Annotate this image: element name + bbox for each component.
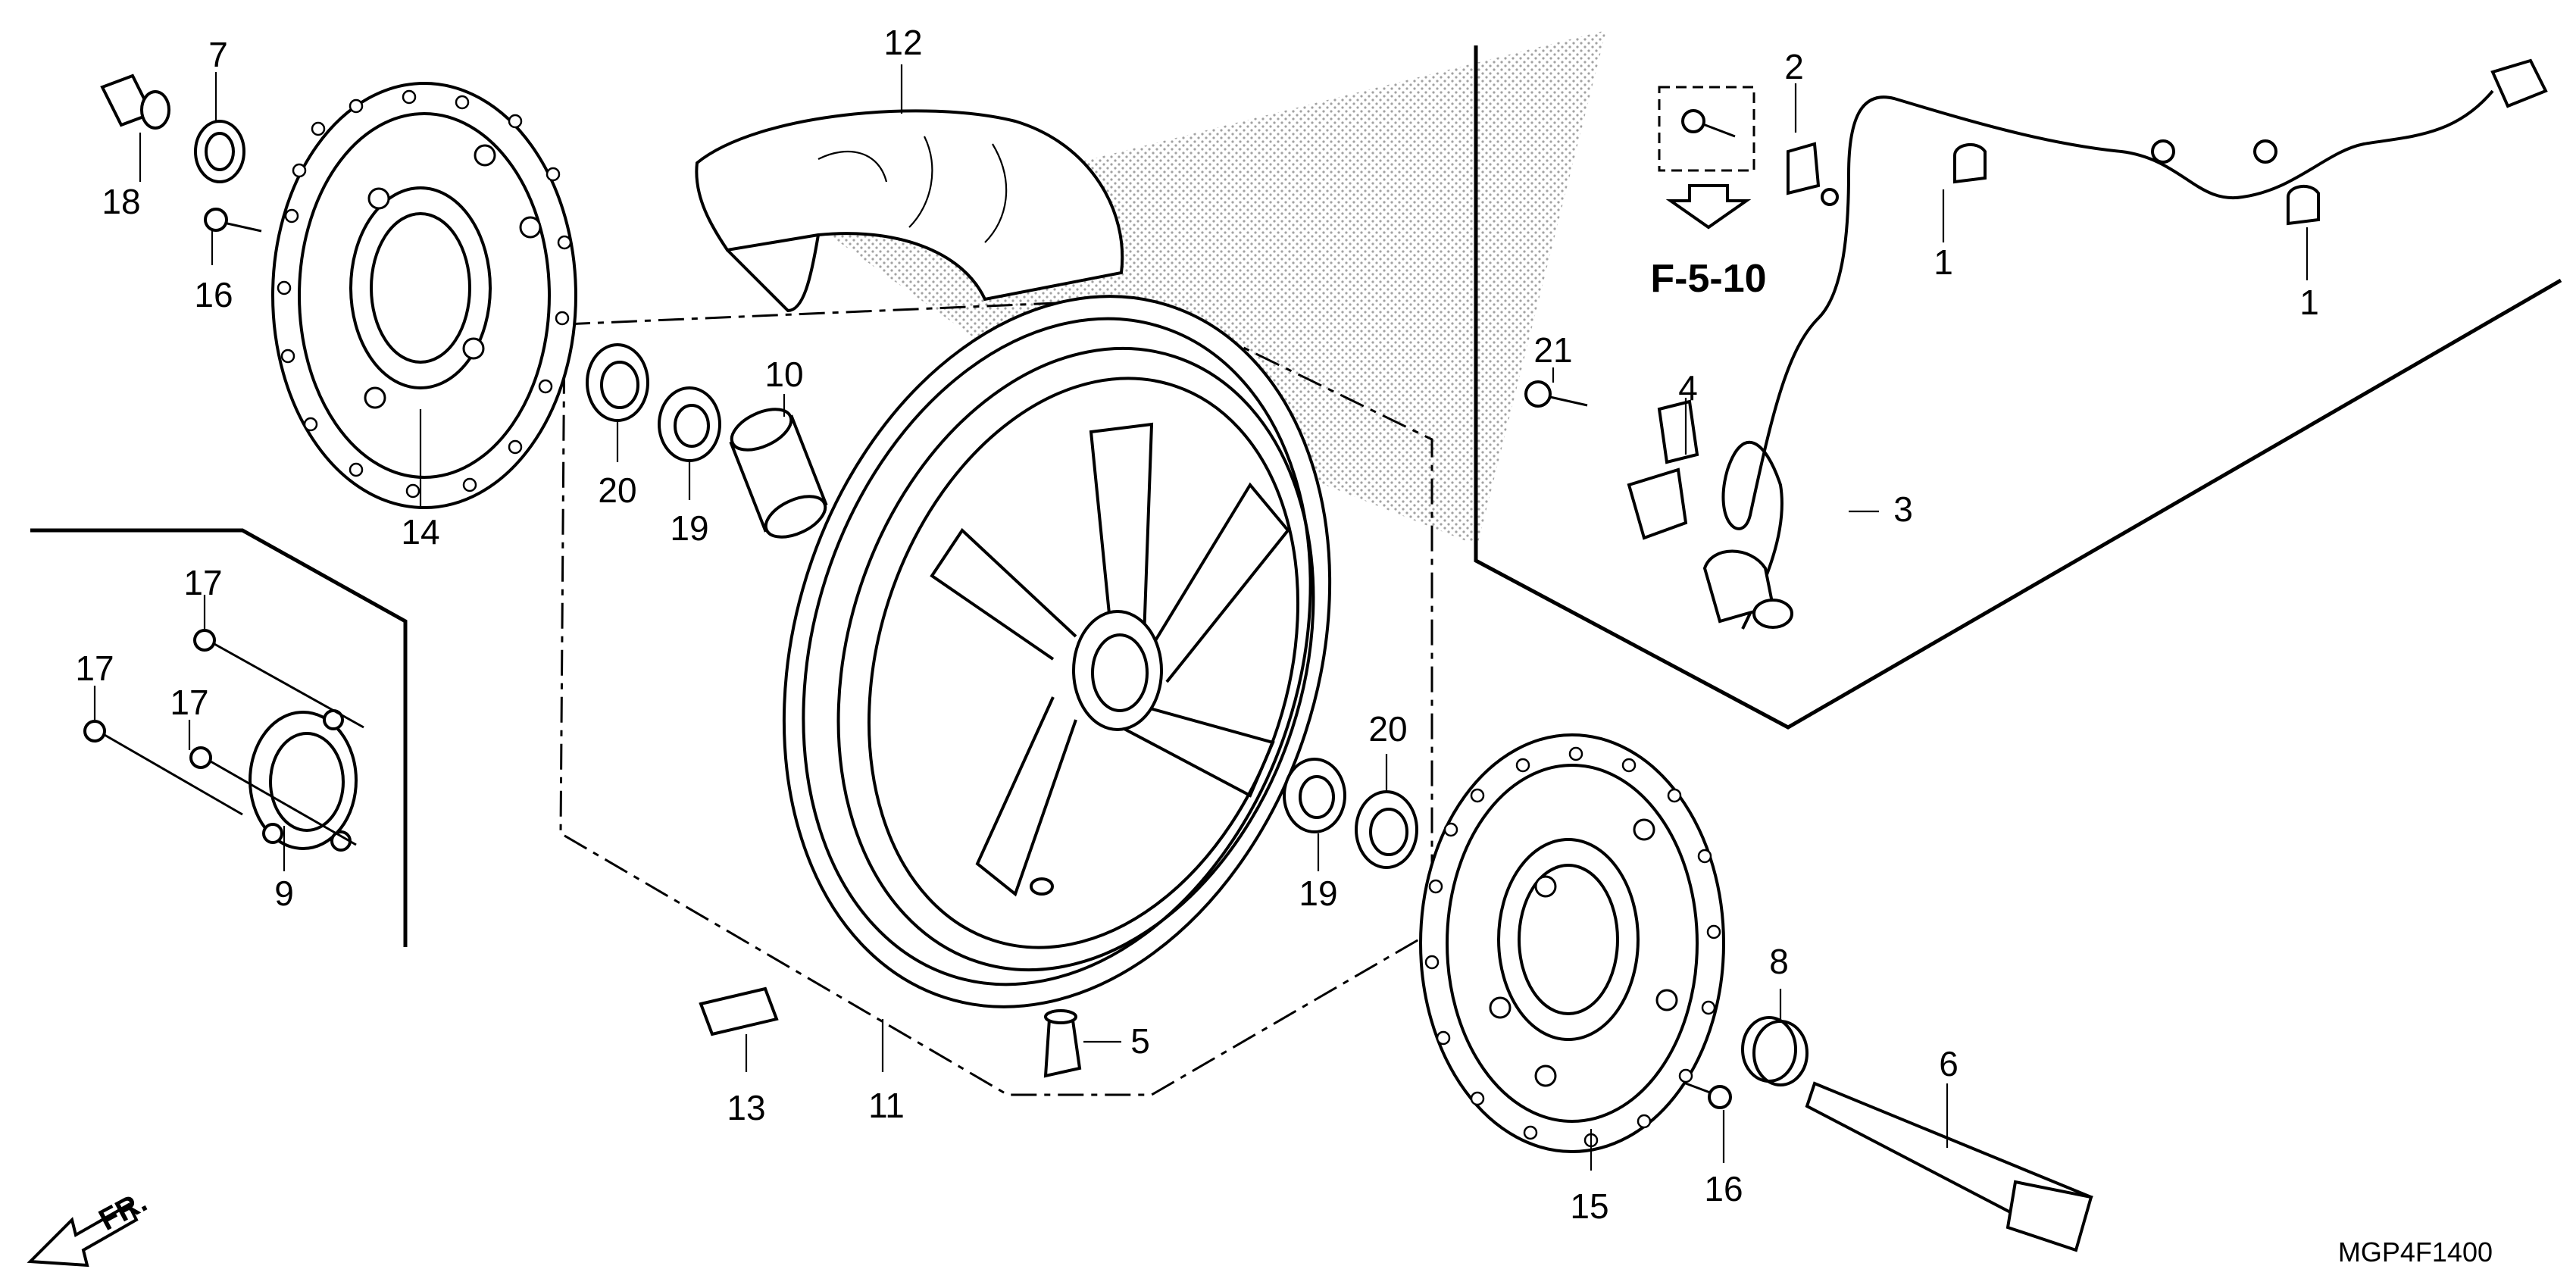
callout-3: 3 bbox=[1893, 489, 1913, 529]
callout-1a: 1 bbox=[1934, 242, 1953, 282]
bearing-left bbox=[658, 386, 721, 462]
callout-20b: 20 bbox=[1368, 709, 1407, 749]
dust-seal-left bbox=[586, 343, 649, 422]
callout-16a: 16 bbox=[194, 275, 233, 314]
abs-sensor-harness bbox=[1627, 58, 2548, 630]
callout-19a: 19 bbox=[670, 508, 708, 548]
pulser-bolts bbox=[83, 629, 364, 846]
callout-19b: 19 bbox=[1299, 874, 1337, 913]
balance-weight bbox=[699, 986, 779, 1036]
callout-11: 11 bbox=[868, 1086, 905, 1125]
tire-projection-shading bbox=[818, 30, 1606, 546]
callout-12: 12 bbox=[883, 23, 922, 62]
brake-disc-left bbox=[271, 82, 577, 509]
reference-bolt-box bbox=[1658, 86, 1755, 172]
callout-17c: 17 bbox=[170, 683, 208, 722]
axle-collar-left bbox=[194, 120, 245, 183]
callout-5: 5 bbox=[1130, 1021, 1150, 1061]
side-collar bbox=[1741, 1016, 1809, 1086]
callout-6: 6 bbox=[1939, 1044, 1959, 1083]
reference-bolt bbox=[1681, 109, 1736, 138]
drawing-code: MGP4F1400 bbox=[2338, 1236, 2493, 1268]
callout-17b: 17 bbox=[75, 649, 114, 688]
callout-15: 15 bbox=[1570, 1186, 1608, 1226]
callout-14: 14 bbox=[401, 512, 439, 552]
disc-bolt-right bbox=[1685, 1082, 1732, 1109]
callout-21: 21 bbox=[1533, 330, 1572, 370]
callout-17a: 17 bbox=[183, 563, 222, 602]
axle-bolt bbox=[100, 73, 170, 130]
callout-10: 10 bbox=[764, 355, 803, 394]
abs-bracket-bolt bbox=[1524, 380, 1588, 408]
wheel bbox=[782, 295, 1332, 1008]
bearing-right bbox=[1283, 758, 1346, 833]
callout-18: 18 bbox=[102, 182, 140, 221]
distance-collar bbox=[729, 408, 828, 539]
pulser-ring bbox=[249, 709, 358, 852]
front-direction-arrow-icon bbox=[27, 1202, 139, 1268]
callout-20a: 20 bbox=[598, 470, 636, 510]
front-axle bbox=[1805, 1081, 2093, 1252]
callout-2: 2 bbox=[1784, 47, 1804, 86]
pulser-ring-inset-box bbox=[30, 528, 408, 947]
reference-label: F-5-10 bbox=[1650, 257, 1766, 301]
callout-8: 8 bbox=[1769, 942, 1789, 981]
callout-4: 4 bbox=[1678, 368, 1698, 408]
callout-7: 7 bbox=[208, 35, 228, 74]
callout-9: 9 bbox=[274, 874, 294, 913]
leader-lines bbox=[93, 64, 2309, 1171]
callout-1b: 1 bbox=[2299, 283, 2319, 322]
abs-sensor-inset-box bbox=[1474, 45, 2562, 730]
reference-arrow-icon bbox=[1665, 184, 1752, 230]
dust-seal-right bbox=[1355, 790, 1418, 869]
tire-valve bbox=[1043, 1009, 1082, 1078]
tire bbox=[695, 109, 1124, 313]
disc-bolt-left bbox=[204, 208, 262, 233]
brake-disc-right bbox=[1419, 733, 1725, 1153]
callout-13: 13 bbox=[727, 1088, 765, 1127]
callout-16b: 16 bbox=[1704, 1169, 1743, 1208]
